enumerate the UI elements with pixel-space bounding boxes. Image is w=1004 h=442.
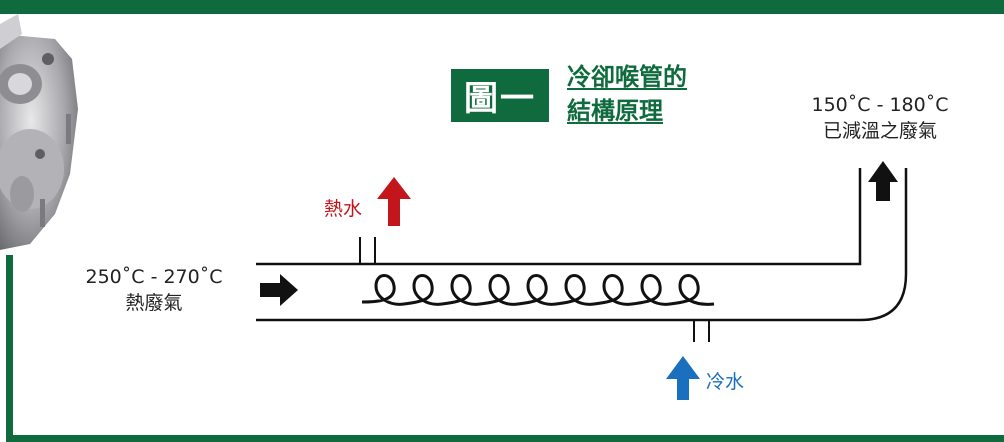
outlet-label: 150˚C - 180˚C 已減溫之廢氣 <box>790 92 970 144</box>
hot-water-label: 熱水 <box>324 198 363 220</box>
inlet-desc: 熱廢氣 <box>125 292 183 314</box>
figure-title: 冷卻喉管的 結構原理 <box>567 60 727 128</box>
inlet-label: 250˚C - 270˚C 熱廢氣 <box>64 264 244 316</box>
cooling-coil <box>361 274 715 306</box>
frame-bottom-border <box>6 435 1004 442</box>
arrow-right-icon <box>260 274 298 306</box>
figure-badge: 圖一 <box>451 69 549 122</box>
frame-top-border <box>0 0 1004 14</box>
figure-title-line2: 結構原理 <box>567 97 663 125</box>
cold-water-arrow-icon <box>666 356 700 400</box>
pipe-lower-wall <box>256 168 908 322</box>
outlet-temp: 150˚C - 180˚C <box>811 94 949 116</box>
inlet-temp: 250˚C - 270˚C <box>85 266 223 288</box>
cold-water-label: 冷水 <box>706 371 745 393</box>
figure-title-line1: 冷卻喉管的 <box>567 63 687 91</box>
outlet-desc: 已減溫之廢氣 <box>822 120 937 142</box>
frame-left-border <box>6 255 13 442</box>
pipe-upper-wall <box>256 168 862 266</box>
wheel-hub-image <box>0 14 78 250</box>
arrow-up-icon <box>868 161 898 201</box>
hot-water-arrow-icon <box>377 177 411 226</box>
